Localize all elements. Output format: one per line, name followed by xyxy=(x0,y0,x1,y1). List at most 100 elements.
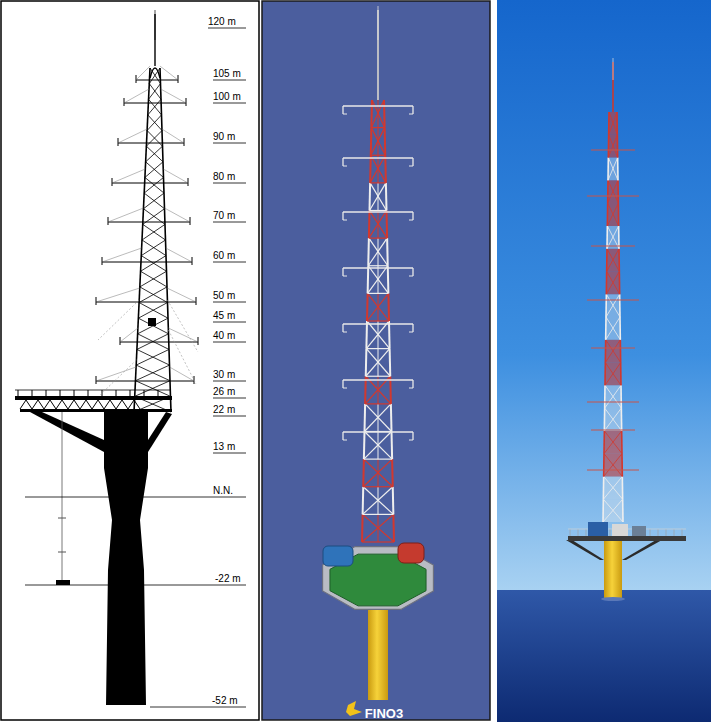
railing-post xyxy=(666,529,667,536)
boom xyxy=(591,430,635,431)
panel-frame xyxy=(1,1,259,720)
tower-brace xyxy=(607,226,619,249)
tower-leg xyxy=(605,317,607,340)
tower-brace xyxy=(367,321,390,349)
container xyxy=(323,546,353,566)
tower-brace xyxy=(370,210,387,211)
boom-bracket xyxy=(342,380,343,388)
tower-leg xyxy=(387,293,390,321)
boom-bracket xyxy=(342,268,343,276)
tower-brace xyxy=(134,396,171,412)
tower-section xyxy=(607,249,620,272)
boom-bracket xyxy=(409,114,413,115)
tower-brace xyxy=(141,240,165,256)
tower-brace xyxy=(363,514,394,542)
instrument-block xyxy=(56,580,70,585)
tower-leg xyxy=(384,128,387,156)
boom xyxy=(591,348,635,349)
boom-stay xyxy=(164,208,190,222)
tower-brace xyxy=(604,454,622,477)
tower-brace xyxy=(365,404,391,432)
tower-brace xyxy=(145,177,164,193)
tower-leg xyxy=(620,363,622,386)
tower-leg xyxy=(620,340,622,363)
height-label: -52 m xyxy=(212,695,238,706)
railing-post xyxy=(116,390,117,396)
platform-brace xyxy=(38,400,44,409)
logo-mark xyxy=(346,701,362,716)
platform-strut xyxy=(622,540,662,560)
lightning-rod xyxy=(378,6,379,40)
boom-sensor xyxy=(178,75,179,83)
tower-leg xyxy=(390,404,393,432)
tower-brace xyxy=(603,476,622,499)
tower-brace xyxy=(607,271,620,294)
tower-leg xyxy=(384,155,387,183)
boom-bracket xyxy=(409,440,413,441)
tower-leg xyxy=(602,499,604,522)
railing-post xyxy=(18,390,19,396)
tower-brace xyxy=(138,318,168,334)
dimension-line xyxy=(213,103,246,104)
tower-section xyxy=(608,135,617,158)
platform-brace xyxy=(44,400,50,409)
platform-brace xyxy=(74,400,80,409)
boom-stay xyxy=(120,328,138,342)
tower-brace xyxy=(370,183,386,211)
tower-leg xyxy=(607,203,609,226)
tower-brace xyxy=(608,135,617,158)
tower-brace xyxy=(608,203,619,226)
boom-sensor xyxy=(118,138,119,146)
railing-post xyxy=(650,529,651,536)
tower-leg xyxy=(370,128,373,156)
tower-brace xyxy=(141,256,166,272)
boom-bracket xyxy=(343,166,347,167)
tower-leg xyxy=(365,321,368,349)
tower-leg xyxy=(386,211,389,239)
water-splash xyxy=(601,597,625,601)
tower-section xyxy=(608,180,619,203)
boom xyxy=(343,431,413,432)
boom-stay xyxy=(162,129,184,143)
tower-section xyxy=(606,294,620,317)
tower-brace xyxy=(604,454,622,477)
platform-brace xyxy=(20,400,26,409)
tower-leg xyxy=(367,238,370,266)
platform-brace xyxy=(80,400,86,409)
cable-mark xyxy=(58,518,66,519)
boom-sensor xyxy=(196,297,197,305)
boom xyxy=(343,211,413,212)
tower-brace xyxy=(365,432,393,460)
height-label: 120 m xyxy=(208,16,236,27)
railing-post xyxy=(60,390,61,396)
tower-brace xyxy=(145,162,163,178)
tower-brace xyxy=(368,266,388,294)
dimension-line xyxy=(213,453,246,454)
railing-post xyxy=(46,390,47,396)
boom-bracket xyxy=(409,166,413,167)
tower-brace xyxy=(138,318,168,334)
tower-brace xyxy=(139,287,167,303)
tower-brace xyxy=(608,180,618,203)
height-label: 40 m xyxy=(213,330,235,341)
sky xyxy=(497,0,711,592)
boom-bracket xyxy=(409,276,413,277)
boom-bracket xyxy=(409,220,413,221)
tower-brace xyxy=(140,271,167,287)
boom-bracket xyxy=(412,432,413,440)
guy-line xyxy=(168,330,196,384)
tower-brace xyxy=(368,293,389,294)
boom-sensor xyxy=(124,98,125,106)
tower-brace xyxy=(146,146,163,162)
tower-brace xyxy=(605,363,621,386)
boom xyxy=(587,196,639,197)
boom xyxy=(96,302,196,303)
tower-leg xyxy=(603,431,605,454)
height-label: 26 m xyxy=(213,386,235,397)
tower-brace xyxy=(607,249,619,272)
tower-leg xyxy=(617,158,619,181)
tower-brace xyxy=(148,115,162,131)
technical-drawing xyxy=(1,1,259,720)
boom-sensor xyxy=(108,217,109,225)
tower-brace xyxy=(139,303,168,319)
